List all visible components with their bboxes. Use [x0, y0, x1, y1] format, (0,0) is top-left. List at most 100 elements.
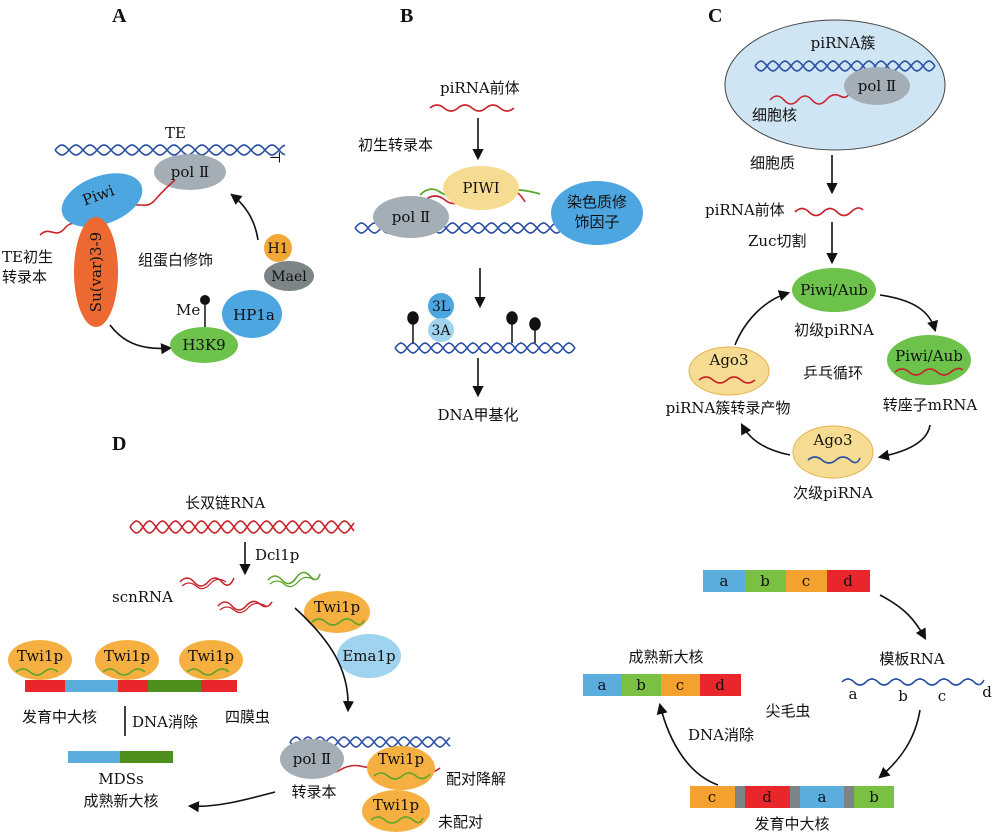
b-methylated-dna [394, 342, 576, 354]
d-long-dsrna [129, 520, 355, 534]
d-pair-degrade-label: 配对降解 [446, 770, 506, 788]
panel-d-letter: D [112, 433, 126, 455]
d-oxy-top-bar [703, 570, 870, 592]
d-twi1p-row-rna [15, 668, 230, 676]
h1-ellipse [264, 234, 292, 262]
d-twi1p-unpaired-label: Twi1p [373, 796, 419, 814]
d-tetrahymena-label: 四膜虫 [225, 708, 270, 726]
c-arrow-cycle-3 [740, 423, 791, 456]
c-arrow-cycle-4 [734, 290, 791, 346]
h1-label: H1 [267, 241, 288, 257]
te-label: TE [165, 124, 186, 142]
c-nucleus-rna [769, 91, 851, 105]
d-dcl1p-label: Dcl1p [255, 546, 299, 564]
d-template-rna-label: 模板RNA [879, 650, 944, 668]
c-arrow-cycle-1 [879, 294, 938, 333]
h3k9-ellipse [170, 327, 238, 363]
b-piwi-ellipse [443, 166, 519, 210]
d-template-d: d [982, 683, 992, 701]
c-zuc-label: Zuc切割 [748, 232, 806, 250]
hp1a-label: HP1a [233, 306, 275, 324]
d-scn-green [267, 571, 321, 585]
d-oxy-top-a: a [720, 572, 729, 590]
c-piwi-aub-1-ellipse [792, 268, 876, 312]
b-chromatin-label-1: 染色质修 [567, 193, 627, 211]
histone-mod-label: 组蛋白修饰 [138, 251, 213, 269]
panel-d: D 长双链RNA Dcl1p scnRNA Twi1p Ema1p Twi1p … [8, 433, 992, 833]
te-tick: ⊥ [268, 151, 284, 164]
b-methyl-marks [407, 311, 541, 343]
panel-c-letter: C [708, 5, 722, 27]
hp1a-ellipse [222, 290, 282, 338]
d-dna-elimination-2-label: DNA消除 [688, 726, 754, 744]
d-arrow-to-scan [294, 607, 355, 713]
d-ema1p-ellipse [337, 634, 401, 678]
panel-a: A TE ⊥ pol Ⅱ Piwi TE初生 转录本 Su(var)3-9 组蛋… [2, 5, 314, 363]
c-ago3-1-rna [698, 376, 756, 384]
d-twi1p-row-2: Twi1p [104, 647, 150, 665]
c-cytoplasm-label: 细胞质 [750, 154, 795, 172]
d-mature-macronucleus-label: 成熟新大核 [83, 792, 158, 810]
c-cluster-label: piRNA簇 [811, 34, 876, 52]
d-scn-red-1b [181, 578, 227, 590]
c-pingpong-label: 乒乓循环 [803, 364, 863, 382]
d-dev-macronucleus-2-label: 发育中大核 [754, 815, 829, 833]
d-mature-c: c [676, 676, 684, 694]
b-nascent-label: 初生转录本 [358, 136, 433, 154]
h3k9-label: H3K9 [182, 336, 225, 354]
panel-c: C piRNA簇 pol Ⅱ 细胞核 细胞质 piRNA前体 Zuc切割 Piw… [666, 5, 978, 502]
b-dna-methylation-label: DNA甲基化 [438, 406, 519, 424]
d-scn-red-2b [219, 602, 267, 614]
c-primary-label: 初级piRNA [794, 321, 874, 339]
b-3a-label: 3A [431, 323, 451, 339]
d-scn-red-1 [179, 577, 235, 587]
c-piwi-aub-1-label: Piwi/Aub [800, 281, 868, 299]
b-3l-label: 3L [432, 299, 450, 315]
d-template-b: b [898, 687, 908, 705]
d-oxy-arrow-2 [878, 709, 921, 779]
c-piwi-aub-2-rna [894, 367, 964, 376]
d-dev-d: d [762, 788, 772, 806]
d-oxy-top-d: d [843, 572, 853, 590]
c-ago3-2-label: Ago3 [812, 431, 852, 449]
me-label: Me [176, 301, 200, 319]
d-dna-elimination-label: DNA消除 [132, 713, 198, 731]
b-piwi-label: PIWI [462, 179, 499, 197]
d-oxy-top-b: b [760, 572, 770, 590]
d-oxy-mature-bar [583, 674, 741, 696]
c-ago3-2-rna [807, 456, 861, 464]
d-dev-a: a [818, 788, 827, 806]
d-template-rna [841, 678, 985, 686]
b-precursor-rna [429, 104, 515, 112]
mael-label: Mael [271, 269, 307, 285]
c-precursor-rna [794, 207, 864, 217]
c-transposon-mrna-label: 转座子mRNA [883, 396, 978, 414]
d-oxy-dev-bar [690, 786, 894, 808]
suvar-ellipse [74, 217, 118, 327]
me-head [200, 295, 210, 305]
c-nucleus-label: 细胞核 [752, 106, 797, 124]
d-oxy-top-c: c [802, 572, 810, 590]
d-scn-red-2 [217, 600, 273, 611]
piwi-ellipse [61, 173, 143, 227]
d-twi1p-pair-rna [373, 772, 431, 780]
c-pol-label: pol Ⅱ [858, 77, 896, 95]
d-dev-macronucleus-label: 发育中大核 [22, 708, 97, 726]
d-oxy-arrow-1 [879, 594, 927, 640]
d-mdss-label: MDSs [98, 770, 143, 788]
c-arrow-cycle-2 [877, 424, 931, 461]
d-pol-label: pol Ⅱ [293, 750, 331, 768]
d-template-c: c [938, 687, 946, 705]
c-ago3-2-ellipse [792, 425, 874, 479]
c-nucleus [724, 19, 946, 151]
pol-ii-ellipse [154, 154, 226, 190]
c-secondary-label: 次级piRNA [793, 484, 873, 502]
d-twi1p-top-rna [311, 618, 365, 626]
panel-b-letter: B [400, 5, 413, 27]
d-unpaired-label: 未配对 [438, 813, 483, 831]
d-ema1p-label: Ema1p [342, 647, 395, 665]
c-cluster-dna [754, 60, 936, 72]
d-mature-d: d [715, 676, 725, 694]
d-mature-b: b [636, 676, 646, 694]
